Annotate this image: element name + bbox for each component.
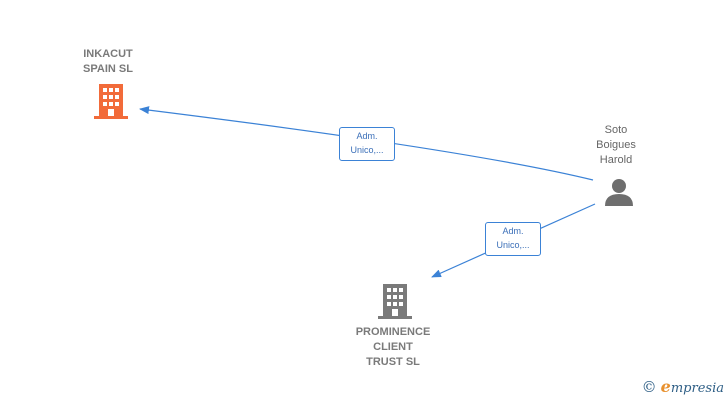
edge-label-line2: Unico,... xyxy=(496,240,530,250)
person-label-soto[interactable]: Soto Boigues Harold xyxy=(596,124,636,166)
edge-label-line2: Unico,... xyxy=(350,145,384,155)
edge-label-soto-prominence[interactable]: Adm. Unico,... xyxy=(485,222,541,256)
company-label-prominence[interactable]: PROMINENCE CLIENT TRUST SL xyxy=(355,326,431,368)
edge-soto-inkacut xyxy=(139,106,594,181)
building-icon[interactable] xyxy=(94,84,128,120)
brand-name: empresia xyxy=(660,377,724,396)
edge-label-line1: Adm. xyxy=(356,131,378,141)
edge-label-soto-inkacut[interactable]: Adm. Unico,... xyxy=(339,127,395,161)
edge-label-line1: Adm. xyxy=(502,226,524,236)
empresia-logo[interactable]: © empresia xyxy=(642,377,724,396)
building-icon[interactable] xyxy=(378,284,412,320)
copyright-icon: © xyxy=(641,377,657,396)
company-label-inkacut[interactable]: INKACUT SPAIN SL xyxy=(83,48,133,75)
person-icon[interactable] xyxy=(604,178,634,208)
